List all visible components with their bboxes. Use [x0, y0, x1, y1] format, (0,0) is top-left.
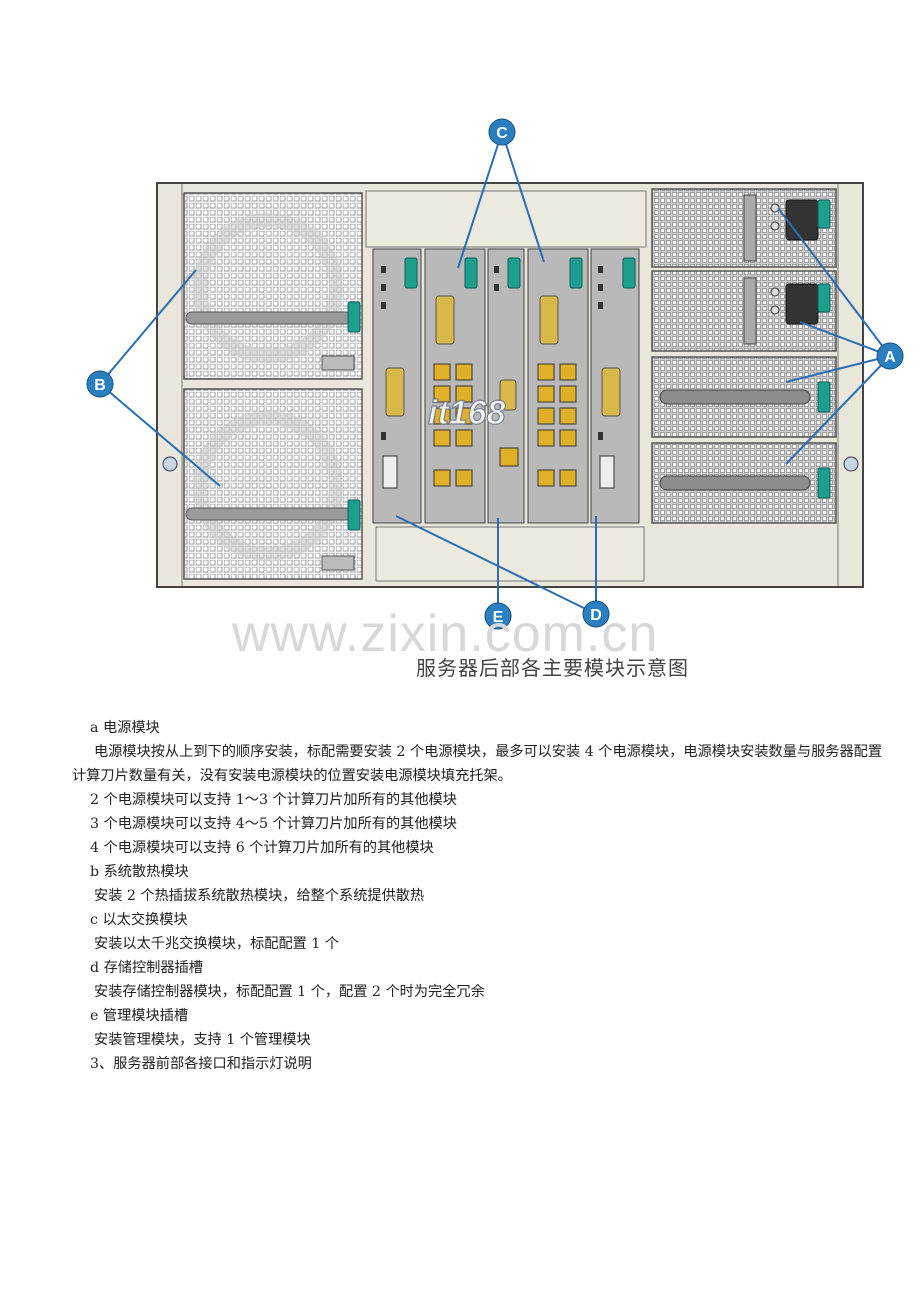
heading-front-ports: 3、服务器前部各接口和指示灯说明 [90, 1056, 312, 1072]
server-rear-diagram: it168 C B A E [86, 118, 904, 680]
callout-E: E [484, 602, 512, 630]
management-module-description: 安装管理模块，支持 1 个管理模块 [94, 1032, 311, 1048]
management-module-slot-center[interactable] [487, 248, 525, 524]
storage-controller-slot-right[interactable] [590, 248, 640, 524]
heading-management-module: e 管理模块插槽 [90, 1008, 189, 1024]
power-config-line-3: 4 个电源模块可以支持 6 个计算刀片加所有的其他模块 [90, 840, 434, 856]
thumbscrew-left[interactable] [162, 456, 178, 472]
fan-module-top[interactable] [183, 192, 363, 380]
power-module-description: 电源模块按从上到下的顺序安装，标配需要安装 2 个电源模块，最多可以安装 4 个… [72, 744, 883, 784]
management-module-slot-left[interactable] [372, 248, 422, 524]
document-body: a 电源模块 电源模块按从上到下的顺序安装，标配需要安装 2 个电源模块，最多可… [72, 716, 892, 1076]
svg-text:B: B [94, 377, 106, 394]
diagram-svg: it168 C B A E [86, 118, 904, 630]
power-module-2[interactable] [651, 270, 837, 352]
svg-text:E: E [493, 609, 504, 626]
heading-cooling-module: b 系统散热模块 [90, 864, 189, 880]
heading-storage-controller: d 存储控制器插槽 [90, 960, 203, 976]
cooling-module-description: 安装 2 个热插拔系统散热模块，给整个系统提供散热 [94, 888, 425, 904]
ethernet-switch-module-right[interactable] [527, 248, 589, 524]
figure-caption: 服务器后部各主要模块示意图 [416, 656, 689, 680]
svg-text:A: A [884, 349, 896, 366]
power-module-1[interactable] [651, 188, 837, 268]
svg-text:C: C [496, 125, 508, 142]
power-config-line-1: 2 个电源模块可以支持 1～3 个计算刀片加所有的其他模块 [90, 792, 457, 808]
heading-ethernet-switch: c 以太交换模块 [90, 912, 188, 928]
ethernet-switch-description: 安装以太千兆交换模块，标配配置 1 个 [94, 936, 340, 952]
power-module-filler-3[interactable] [651, 356, 837, 438]
leader-lines [99, 131, 891, 616]
fan-module-bottom[interactable] [183, 388, 363, 580]
thumbscrew-right[interactable] [843, 456, 859, 472]
heading-power-module: a 电源模块 [90, 720, 160, 736]
watermark: www.zixin.com.cn [232, 605, 659, 663]
power-config-line-2: 3 个电源模块可以支持 4～5 个计算刀片加所有的其他模块 [90, 816, 457, 832]
callout-C: C [488, 118, 516, 146]
svg-text:D: D [590, 607, 602, 624]
callout-A: A [876, 342, 904, 370]
power-module-filler-4[interactable] [651, 442, 837, 524]
callout-D: D [582, 600, 610, 628]
callout-B: B [86, 370, 114, 398]
it168-logo: it168 [428, 394, 506, 432]
storage-controller-description: 安装存储控制器模块，标配配置 1 个，配置 2 个时为完全冗余 [94, 984, 485, 1000]
ethernet-switch-module-left[interactable] [424, 248, 486, 524]
